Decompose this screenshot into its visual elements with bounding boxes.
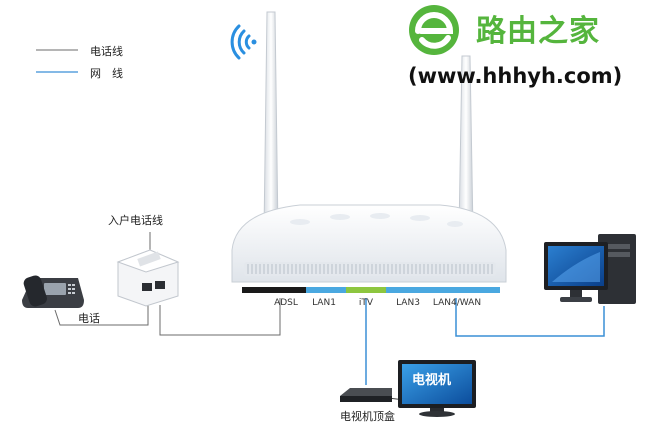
port-segment-lan3 xyxy=(386,287,428,293)
wan-to-computer-cable xyxy=(455,298,605,337)
port-label-adsl: ADSL xyxy=(274,298,298,308)
port-segment-adsl xyxy=(242,287,306,293)
router-antennas xyxy=(263,11,474,233)
port-segment-lan4-wan xyxy=(428,287,500,293)
router-port-strip xyxy=(242,287,500,293)
set-top-box-label: 电视机顶盒 xyxy=(340,410,395,423)
legend-network-line-label: 网 线 xyxy=(90,67,123,80)
telephone-icon xyxy=(22,275,84,308)
cables xyxy=(54,232,605,401)
splitter-device xyxy=(116,249,180,307)
port-label-lan4-wan: LAN4/WAN xyxy=(432,298,482,308)
port-label-itv: iTV xyxy=(358,298,374,308)
router-device xyxy=(231,204,507,283)
port-segment-itv xyxy=(346,287,386,293)
splitter-label: 入户电话线 xyxy=(108,214,163,227)
television-icon xyxy=(398,360,476,417)
legend-phone-line-label: 电话线 xyxy=(90,45,123,58)
phone-to-splitter-cable xyxy=(54,305,149,326)
set-top-box-icon xyxy=(340,388,392,402)
tv-screen-text: 电视机 xyxy=(412,373,452,388)
computer-icon xyxy=(544,234,636,304)
phone-label: 电话 xyxy=(78,312,100,325)
port-label-lan3: LAN3 xyxy=(396,298,420,308)
brand-logo-text: 路由之家 xyxy=(476,14,600,49)
splitter-to-adsl-cable xyxy=(159,298,281,336)
brand-url: (www.hhhyh.com) xyxy=(408,64,623,88)
port-label-lan1: LAN1 xyxy=(312,298,336,308)
brand-logo-icon xyxy=(409,5,459,55)
port-segment-lan1 xyxy=(306,287,346,293)
wifi-signal-icon xyxy=(230,24,257,60)
